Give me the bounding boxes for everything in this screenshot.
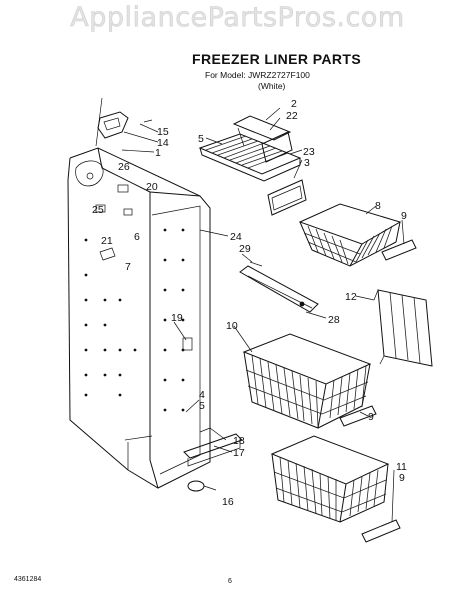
liner-holes (84, 228, 185, 412)
drawer-front-3 (267, 179, 307, 216)
lower-rail (183, 427, 243, 467)
callout-4: 4 (199, 389, 205, 401)
leader-lines (121, 107, 405, 523)
callout-5-lower: 5 (199, 400, 205, 412)
callout-20: 20 (146, 181, 158, 193)
callout-9-upper: 9 (401, 210, 407, 222)
wire-basket-middle (242, 333, 377, 429)
callout-5-top: 5 (198, 133, 204, 145)
wire-basket-lower (270, 435, 401, 543)
callout-15: 15 (157, 126, 169, 138)
page-number: 6 (228, 578, 232, 585)
callout-14: 14 (157, 137, 169, 149)
foot-16 (187, 480, 205, 492)
callout-21: 21 (101, 235, 113, 247)
callout-1: 1 (155, 147, 161, 159)
callout-19: 19 (171, 312, 183, 324)
callout-labels: 2 22 5 23 3 8 9 15 14 1 26 20 25 21 7 6 … (92, 98, 407, 508)
callout-6: 6 (134, 231, 140, 243)
rail-bracket (239, 261, 319, 313)
top-hinge (95, 97, 153, 147)
callout-28: 28 (328, 314, 340, 326)
callout-29: 29 (239, 243, 251, 255)
wire-basket-upper (298, 203, 417, 267)
color-line: (White) (258, 81, 286, 91)
callout-17: 17 (233, 447, 245, 459)
top-shelf-assembly (198, 115, 302, 182)
callout-9-middle: 9 (368, 411, 374, 423)
model-line: For Model: JWRZ2727F100 (205, 70, 310, 80)
callout-10: 10 (226, 320, 238, 332)
callout-26: 26 (118, 161, 130, 173)
callout-25: 25 (92, 204, 104, 216)
callout-16: 16 (222, 496, 234, 508)
callout-23: 23 (303, 146, 315, 158)
callout-12: 12 (345, 291, 357, 303)
diagram-title: FREEZER LINER PARTS (192, 51, 362, 67)
callout-8: 8 (375, 200, 381, 212)
callout-24: 24 (230, 231, 242, 243)
callout-18: 18 (233, 435, 245, 447)
document-number: 4361284 (14, 576, 42, 583)
watermark: AppliancePartsPros.com (70, 2, 405, 34)
divider-panel (373, 289, 433, 367)
callout-22: 22 (286, 110, 298, 122)
callout-3: 3 (304, 157, 310, 169)
callout-9-lower: 9 (399, 472, 405, 484)
callout-7: 7 (125, 261, 131, 273)
freezer-liner (67, 147, 211, 489)
callout-2: 2 (291, 98, 297, 110)
callout-11: 11 (396, 461, 407, 473)
